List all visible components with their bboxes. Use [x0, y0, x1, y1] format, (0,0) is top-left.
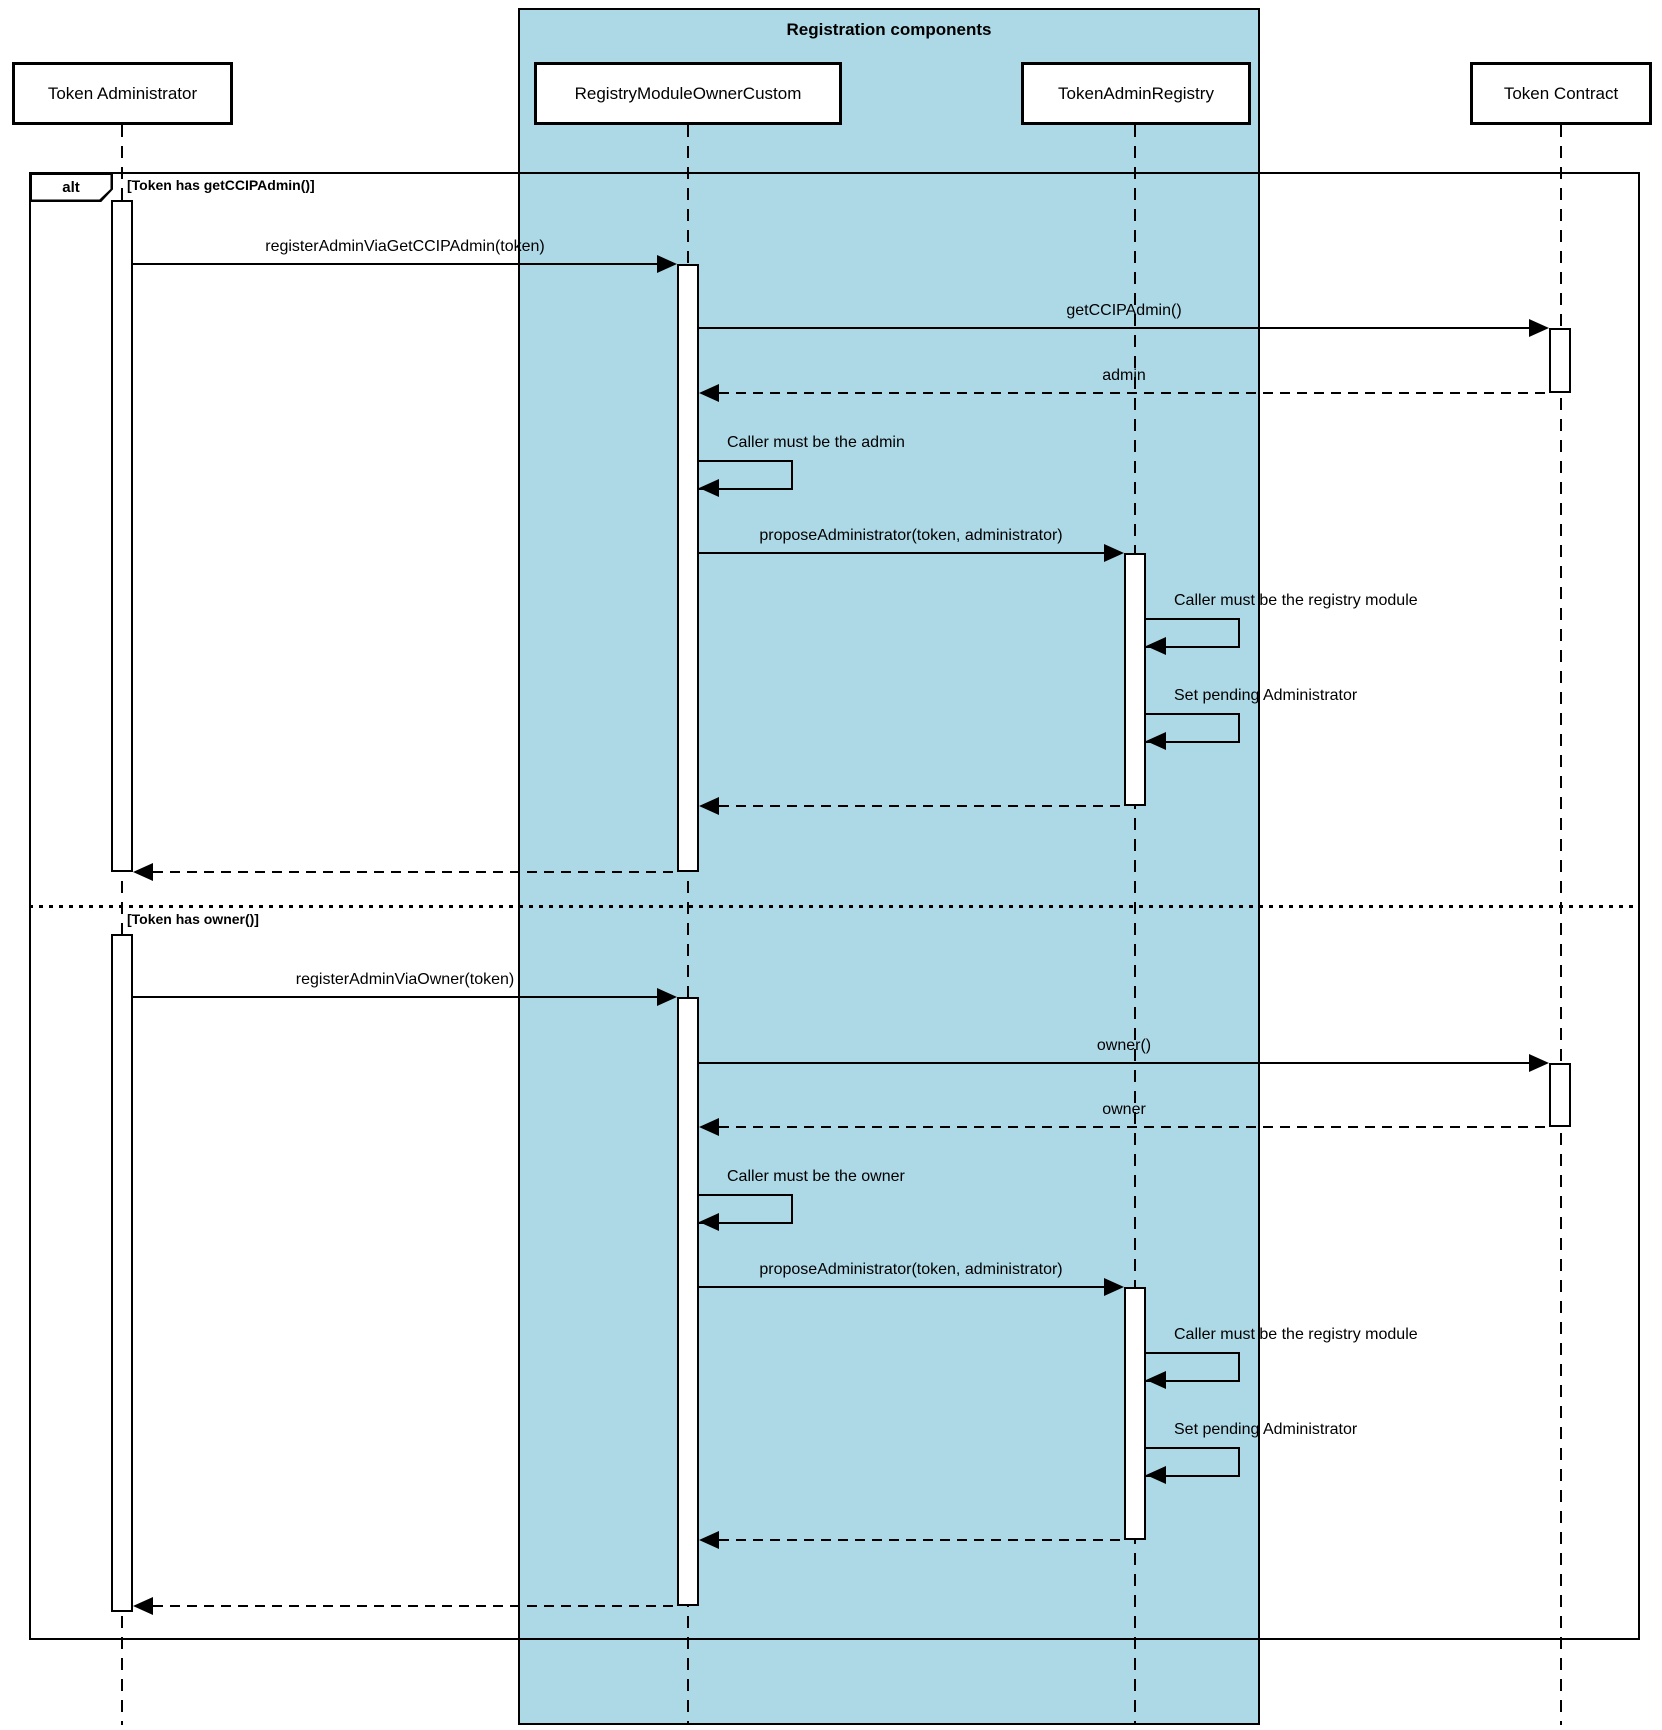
activation-token-admin-registry-2 [1124, 1287, 1146, 1540]
arrowhead-right-icon [1529, 319, 1549, 337]
message-line [699, 552, 1106, 554]
return-line [153, 871, 677, 873]
alt-condition-2: [Token has owner()] [127, 911, 259, 927]
self-call-loop [699, 460, 793, 490]
arrowhead-left-icon [699, 797, 719, 815]
activation-registry-module-2 [677, 997, 699, 1606]
actor-registry-module-owner-custom: RegistryModuleOwnerCustom [534, 62, 842, 125]
lifeline-token-administrator [121, 125, 123, 1725]
arrowhead-left-icon [699, 479, 719, 497]
message-label: proposeAdministrator(token, administrato… [759, 527, 1063, 544]
message-line [699, 327, 1531, 329]
self-call-loop [1146, 618, 1240, 648]
self-call-loop [1146, 1447, 1240, 1477]
activation-registry-module-1 [677, 264, 699, 872]
self-call-loop [699, 1194, 793, 1224]
activation-token-contract-2 [1549, 1063, 1571, 1127]
container-title: Registration components [786, 20, 992, 39]
arrowhead-right-icon [1104, 544, 1124, 562]
self-call-loop [1146, 713, 1240, 743]
arrowhead-left-icon [699, 1118, 719, 1136]
message-line [699, 1062, 1531, 1064]
message-line [133, 263, 659, 265]
message-line [133, 996, 659, 998]
return-line [719, 1126, 1549, 1128]
alt-branch-divider [29, 905, 1636, 908]
return-line [719, 1539, 1124, 1541]
message-label: admin [1102, 367, 1146, 384]
return-line [719, 392, 1549, 394]
return-line [153, 1605, 677, 1607]
self-message-label: Caller must be the owner [727, 1168, 905, 1185]
alt-condition-1: [Token has getCCIPAdmin()] [127, 177, 315, 193]
arrowhead-right-icon [1104, 1278, 1124, 1296]
message-label: proposeAdministrator(token, administrato… [759, 1261, 1063, 1278]
activation-token-administrator-1 [111, 200, 133, 872]
lifeline-token-contract [1560, 125, 1562, 1725]
arrowhead-left-icon [1146, 1466, 1166, 1484]
message-label: registerAdminViaGetCCIPAdmin(token) [265, 238, 545, 255]
message-line [699, 1286, 1106, 1288]
message-label: owner [1102, 1101, 1146, 1118]
self-message-label: Set pending Administrator [1174, 687, 1358, 704]
actor-token-administrator: Token Administrator [12, 62, 233, 125]
actor-token-admin-registry: TokenAdminRegistry [1021, 62, 1251, 125]
message-label: owner() [1096, 1037, 1152, 1054]
arrowhead-right-icon [657, 988, 677, 1006]
activation-token-admin-registry-1 [1124, 553, 1146, 806]
arrowhead-right-icon [657, 255, 677, 273]
arrowhead-right-icon [1529, 1054, 1549, 1072]
message-label: getCCIPAdmin() [1066, 302, 1182, 319]
lifeline-registry-module-owner-custom [687, 125, 689, 1725]
alt-operator-badge: alt [29, 172, 113, 202]
lifeline-token-admin-registry [1134, 125, 1136, 1725]
activation-token-contract-1 [1549, 328, 1571, 393]
self-message-label: Caller must be the admin [727, 434, 905, 451]
arrowhead-left-icon [1146, 637, 1166, 655]
self-message-label: Caller must be the registry module [1174, 1326, 1418, 1343]
actor-token-contract: Token Contract [1470, 62, 1652, 125]
arrowhead-left-icon [133, 1597, 153, 1615]
return-line [719, 805, 1124, 807]
self-message-label: Caller must be the registry module [1174, 592, 1418, 609]
self-message-label: Set pending Administrator [1174, 1421, 1358, 1438]
arrowhead-left-icon [1146, 1371, 1166, 1389]
message-label: registerAdminViaOwner(token) [295, 971, 515, 988]
arrowhead-left-icon [699, 1531, 719, 1549]
arrowhead-left-icon [1146, 732, 1166, 750]
self-call-loop [1146, 1352, 1240, 1382]
activation-token-administrator-2 [111, 934, 133, 1612]
alt-operator-label: alt [31, 174, 111, 200]
arrowhead-left-icon [133, 863, 153, 881]
arrowhead-left-icon [699, 384, 719, 402]
arrowhead-left-icon [699, 1213, 719, 1231]
